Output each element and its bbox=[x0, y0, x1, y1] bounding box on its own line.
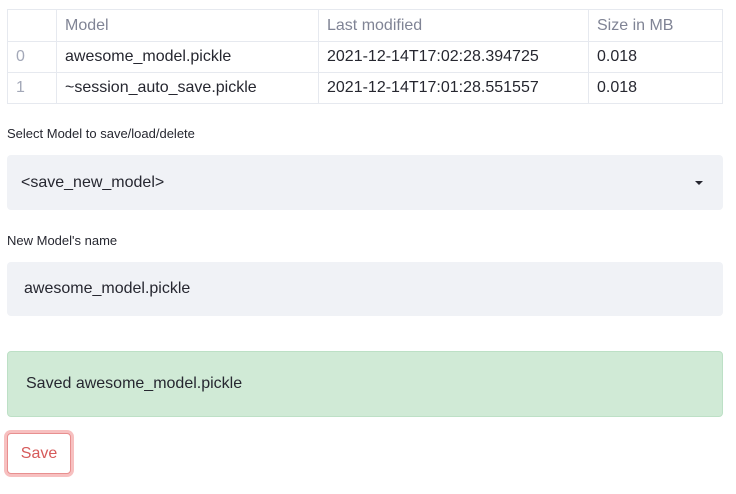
table-header-row: Model Last modified Size in MB bbox=[7, 9, 723, 42]
row-model: ~session_auto_save.pickle bbox=[56, 72, 319, 104]
row-last-modified: 2021-12-14T17:01:28.551557 bbox=[318, 72, 589, 104]
row-index: 0 bbox=[7, 41, 57, 73]
row-last-modified: 2021-12-14T17:02:28.394725 bbox=[318, 41, 589, 73]
chevron-down-icon[interactable] bbox=[695, 180, 703, 185]
header-size: Size in MB bbox=[588, 9, 723, 42]
table-row: 0 awesome_model.pickle 2021-12-14T17:02:… bbox=[7, 41, 723, 73]
success-alert: Saved awesome_model.pickle bbox=[7, 351, 723, 417]
row-index: 1 bbox=[7, 72, 57, 104]
success-alert-message: Saved awesome_model.pickle bbox=[26, 375, 243, 392]
new-model-name-input[interactable] bbox=[7, 262, 723, 316]
header-index bbox=[7, 9, 57, 42]
row-model: awesome_model.pickle bbox=[56, 41, 319, 73]
save-button[interactable]: Save bbox=[7, 433, 71, 474]
row-size: 0.018 bbox=[588, 72, 723, 104]
row-size: 0.018 bbox=[588, 41, 723, 73]
models-table: Model Last modified Size in MB 0 awesome… bbox=[7, 9, 723, 104]
model-select[interactable]: <save_new_model> bbox=[7, 155, 723, 210]
header-last-modified: Last modified bbox=[318, 9, 589, 42]
table-row: 1 ~session_auto_save.pickle 2021-12-14T1… bbox=[7, 72, 723, 104]
new-model-name-label: New Model's name bbox=[7, 233, 118, 248]
header-model: Model bbox=[56, 9, 319, 42]
select-model-label: Select Model to save/load/delete bbox=[7, 126, 195, 141]
model-select-value: <save_new_model> bbox=[21, 173, 165, 191]
